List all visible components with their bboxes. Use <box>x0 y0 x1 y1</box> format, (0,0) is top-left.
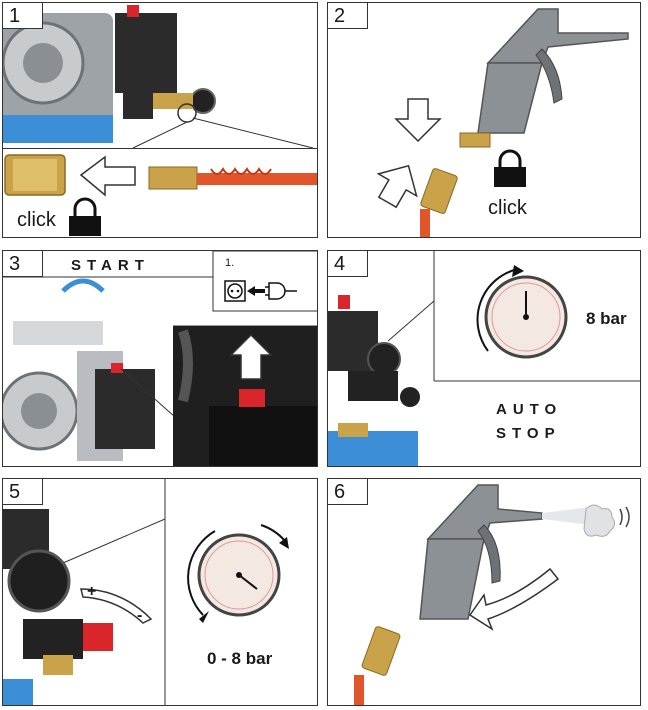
plus-sign: + <box>87 583 97 600</box>
auto-label: AUTO <box>496 401 563 418</box>
step-5-panel: 5 + - 0 - 8 bar <box>2 478 318 706</box>
step-2-panel: 2 click <box>327 2 641 238</box>
step-1-panel: 1 click <box>2 2 318 238</box>
start-label: START <box>71 257 150 274</box>
minus-sign: - <box>137 607 143 624</box>
step-number: 3 <box>3 251 43 277</box>
step-number: 1 <box>3 3 43 29</box>
pressure-regulator-illustration <box>3 479 289 705</box>
click-label: click <box>17 209 56 231</box>
click-label: click <box>488 197 527 219</box>
pressure-gauge-illustration <box>328 251 640 466</box>
step-number: 2 <box>328 3 368 29</box>
sub-step-number: 1. <box>225 257 235 269</box>
step-6-panel: 6 <box>327 478 641 706</box>
lock-icon <box>69 197 101 236</box>
power-socket-icon <box>224 280 297 302</box>
compressor-connection-illustration <box>3 5 317 197</box>
stop-label: STOP <box>496 425 561 442</box>
air-blow-gun-icon <box>376 8 629 237</box>
pressure-value: 8 bar <box>586 309 627 328</box>
step-number: 5 <box>3 479 43 505</box>
step-number: 6 <box>328 479 368 505</box>
lock-icon <box>494 149 526 187</box>
step-4-panel: 4 8 bar AUTO STOP <box>327 250 641 467</box>
step-3-panel: 3 START 1. <box>2 250 318 467</box>
compressor-start-illustration <box>3 251 317 466</box>
step-number: 4 <box>328 251 368 277</box>
pressure-range: 0 - 8 bar <box>207 649 273 668</box>
air-blow-gun-icon <box>354 484 630 705</box>
